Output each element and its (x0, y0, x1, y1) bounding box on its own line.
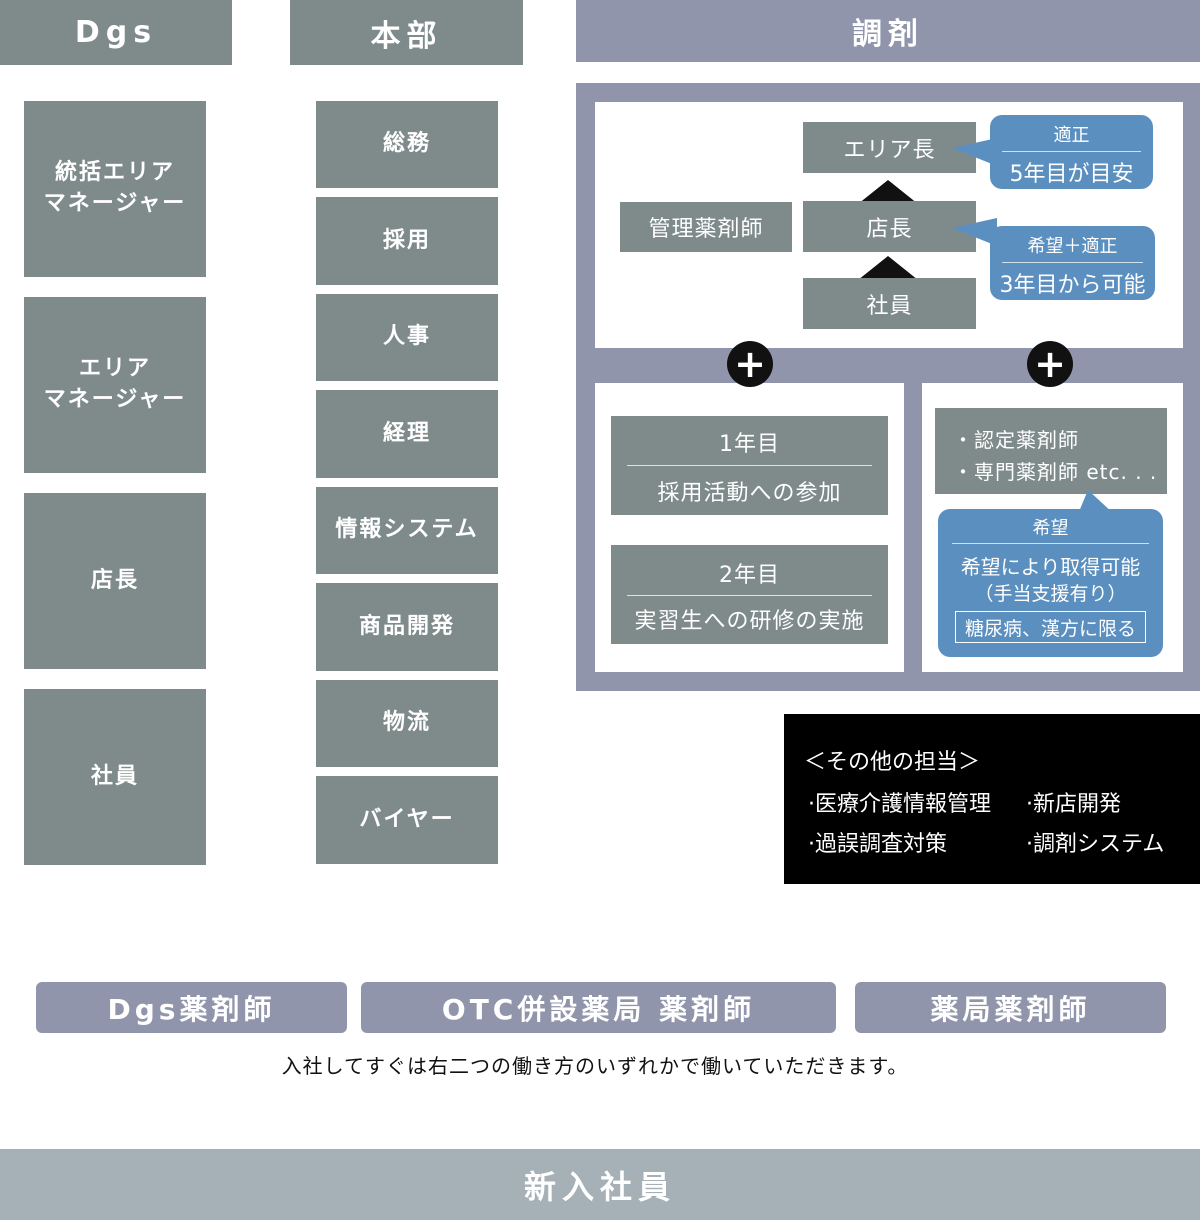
honbu-item-buyer: バイヤー (316, 776, 498, 864)
honbu-item-hr: 人事 (316, 294, 498, 381)
tab-dgs-pharmacist: Dgs薬剤師 (36, 982, 347, 1033)
other-duty-item: ·過誤調査対策 (808, 832, 947, 857)
dgs-item-store-manager: 店長 (24, 493, 206, 669)
year1-box: 1年目 採用活動への参加 (611, 416, 888, 515)
honbu-item-info-systems: 情報システム (316, 487, 498, 574)
bubble-hope: 希望 希望により取得可能 （手当支援有り） 糖尿病、漢方に限る (938, 509, 1163, 657)
divider (627, 595, 872, 596)
bubble-title: 希望 (1032, 518, 1069, 539)
bubble-line1: 希望により取得可能 (960, 554, 1141, 579)
plus-icon: + (727, 341, 773, 387)
bubble-note: 糖尿病、漢方に限る (955, 611, 1146, 643)
kanri-pharmacist-box: 管理薬剤師 (620, 202, 792, 252)
employee-box: 社員 (803, 278, 976, 329)
dgs-item-employee: 社員 (24, 689, 206, 865)
honbu-item-general-affairs: 総務 (316, 101, 498, 188)
header-chozai: 調剤 (576, 0, 1200, 62)
header-dgs: Dgs (0, 0, 232, 65)
bubble-line2: （手当支援有り） (974, 582, 1127, 605)
honbu-item-accounting: 経理 (316, 390, 498, 478)
other-duties-box: ＜その他の担当＞ ·医療介護情報管理 ·新店開発 ·過誤調査対策 ·調剤システム (784, 714, 1200, 884)
arrow-up-icon (858, 180, 918, 204)
other-duty-item: ·医療介護情報管理 (808, 792, 991, 817)
divider (952, 543, 1149, 544)
year2-desc: 実習生への研修の実施 (634, 609, 865, 634)
other-duty-item: ·調剤システム (1026, 832, 1165, 857)
bubble-title: 適正 (1053, 125, 1090, 146)
bubble-title: 希望＋適正 (1027, 236, 1118, 257)
certified-line1: ・認定薬剤師 (953, 428, 1079, 452)
header-honbu: 本部 (290, 0, 523, 65)
honbu-item-logistics: 物流 (316, 680, 498, 767)
bubble-hope-appropriate: 希望＋適正 3年目から可能 (990, 226, 1155, 300)
dgs-item-regional-manager: 統括エリア マネージャー (24, 101, 206, 277)
arrow-up-icon (858, 256, 918, 280)
other-duty-item: ·新店開発 (1026, 792, 1121, 817)
year1-desc: 採用活動への参加 (657, 481, 842, 506)
year2-title: 2年目 (719, 563, 780, 588)
certified-pharmacist-box: ・認定薬剤師 ・専門薬剤師 etc. . . (935, 408, 1167, 494)
tab-pharmacy-pharmacist: 薬局薬剤師 (855, 982, 1166, 1033)
bubble-pointer-icon (952, 138, 997, 166)
bubble-pointer-icon (952, 218, 997, 246)
divider (1002, 262, 1143, 263)
bubble-appropriate: 適正 5年目が目安 (990, 115, 1153, 189)
certified-line2: ・専門薬剤師 etc. . . (953, 460, 1158, 484)
store-manager-box: 店長 (803, 201, 976, 252)
area-chief-box: エリア長 (803, 122, 976, 173)
tab-otc-pharmacist: OTC併設薬局 薬剤師 (361, 982, 836, 1033)
year1-title: 1年目 (719, 432, 780, 457)
other-duties-title: ＜その他の担当＞ (804, 750, 981, 775)
bubble-value: 3年目から可能 (999, 273, 1146, 298)
honbu-item-recruiting: 採用 (316, 197, 498, 285)
honbu-item-product-dev: 商品開発 (316, 583, 498, 671)
bubble-value: 5年目が目安 (1009, 162, 1134, 187)
footer-new-employee: 新入社員 (0, 1149, 1200, 1220)
note-text: 入社してすぐは右二つの働き方のいずれかで働いていただきます。 (281, 1053, 909, 1078)
dgs-item-area-manager: エリア マネージャー (24, 297, 206, 473)
plus-icon: + (1027, 341, 1073, 387)
bubble-pointer-icon (1078, 490, 1114, 514)
divider (1002, 151, 1141, 152)
year2-box: 2年目 実習生への研修の実施 (611, 545, 888, 644)
divider (627, 465, 872, 466)
